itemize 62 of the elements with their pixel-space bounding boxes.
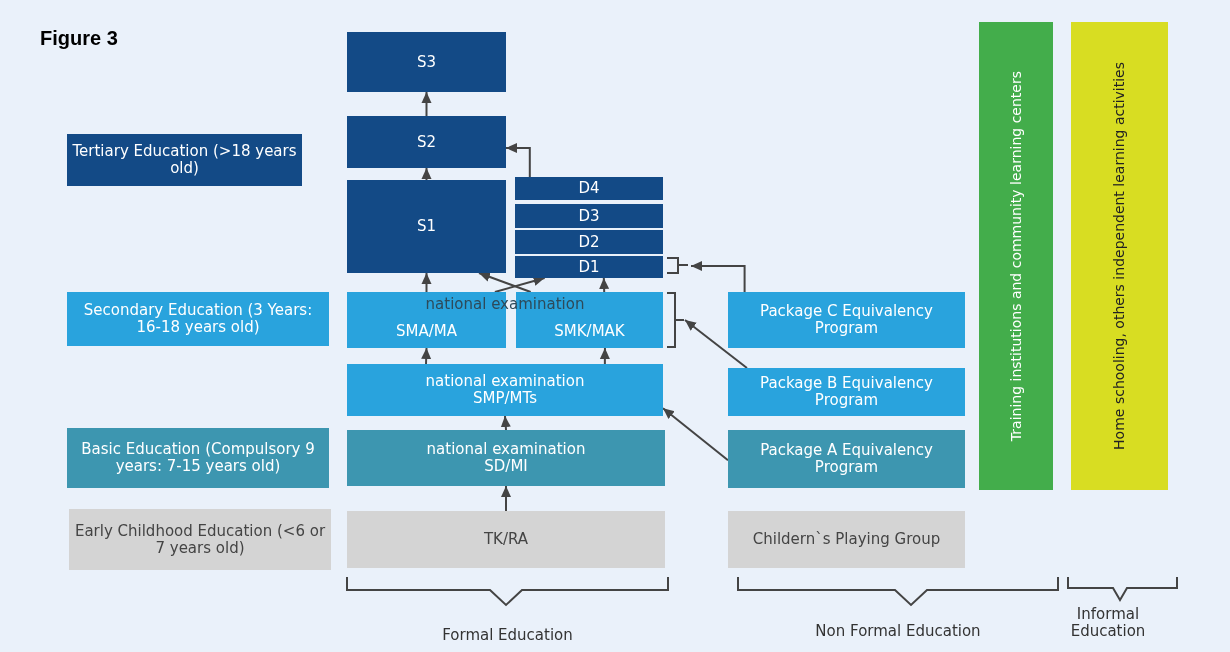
node-text: SMA/MA xyxy=(396,323,457,340)
node-text: SD/MI xyxy=(484,458,528,475)
node-text: D4 xyxy=(578,180,600,197)
node-text: S1 xyxy=(416,218,437,235)
arrow xyxy=(599,347,610,365)
arrow xyxy=(505,143,531,178)
figure-title: Figure 3 xyxy=(40,30,118,47)
arrow xyxy=(421,91,432,117)
node-text: Package C Equivalency Program xyxy=(759,303,934,337)
diploma-box xyxy=(515,230,663,254)
arrow xyxy=(501,485,511,512)
node-text: national examination xyxy=(426,441,586,458)
band-text: Training institutions and community learning centers xyxy=(1007,70,1025,442)
node-text: Secondary Education (3 Years: 16-18 years old) xyxy=(82,302,314,336)
degree-box xyxy=(347,180,506,273)
early-childhood-level-box xyxy=(69,509,331,570)
node-text: Package B Equivalency Program xyxy=(759,375,934,409)
section-label: Informal Education xyxy=(1069,606,1147,640)
section-label: Non Formal Education xyxy=(814,623,982,640)
program-box xyxy=(728,292,965,348)
node-text: Package A Equivalency Program xyxy=(759,442,934,476)
node-text: SMK/MAK xyxy=(554,323,625,340)
diploma-box xyxy=(515,204,663,228)
arrow xyxy=(477,272,532,293)
school-box xyxy=(347,511,665,568)
node-text: S3 xyxy=(416,53,437,71)
node-text: Tertiary Education (>18 years old) xyxy=(71,143,298,177)
band-text: Home schooling, others independent learning activities xyxy=(1111,62,1128,450)
arrow xyxy=(500,415,511,431)
diploma-box xyxy=(515,256,663,278)
secondary-level-box xyxy=(67,292,329,346)
node-text: national examination xyxy=(425,373,585,390)
node-text: D1 xyxy=(578,258,600,276)
arrow xyxy=(662,407,729,462)
vertical-band xyxy=(979,22,1053,490)
degree-box xyxy=(347,116,506,168)
vertical-band xyxy=(1071,22,1168,490)
arrow xyxy=(599,277,610,293)
arrow xyxy=(421,272,432,293)
school-box xyxy=(347,430,665,486)
tertiary-level-box xyxy=(67,134,302,186)
degree-box xyxy=(347,32,506,92)
program-box xyxy=(728,511,965,568)
node-text: D2 xyxy=(578,233,600,251)
arrow xyxy=(684,319,748,369)
node-text: S2 xyxy=(416,133,437,151)
arrow xyxy=(493,276,546,293)
arrow xyxy=(421,167,432,181)
node-text: SMP/MTs xyxy=(473,390,537,407)
program-box xyxy=(728,368,965,416)
node-text: Early Childhood Education (<6 or 7 years old) xyxy=(73,522,327,557)
program-box xyxy=(728,430,965,488)
arrow xyxy=(690,261,746,293)
basic-level-box xyxy=(67,428,329,488)
section-label: Formal Education xyxy=(441,627,574,644)
arrow xyxy=(421,347,432,365)
node-text: Childern`s Playing Group xyxy=(752,531,941,548)
school-box xyxy=(347,364,663,416)
node-text: Basic Education (Compulsory 9 years: 7-15 years old) xyxy=(80,441,316,475)
diploma-box xyxy=(515,177,663,200)
node-text: D3 xyxy=(578,207,600,225)
node-text: TK/RA xyxy=(483,531,529,548)
